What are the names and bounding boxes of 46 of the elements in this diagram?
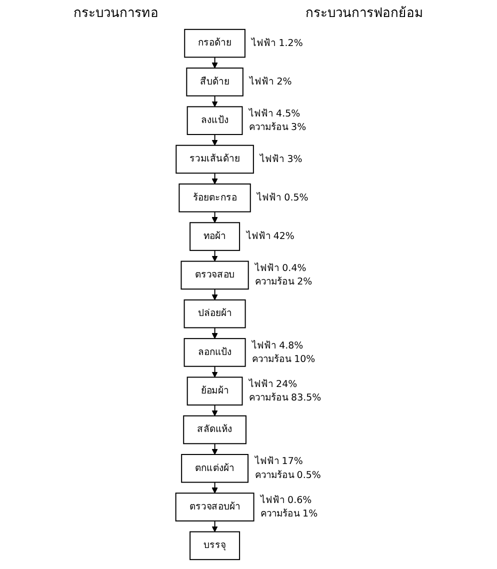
process-box: ตรวจสอบ xyxy=(180,260,249,290)
energy-note: ไฟฟ้า 42% xyxy=(246,231,294,242)
arrow xyxy=(212,366,218,378)
process-box: บรรจุ xyxy=(190,531,240,560)
energy-note: ไฟฟ้า 4.5% xyxy=(249,108,300,120)
process-box: ร้อยตะกรอ xyxy=(178,183,251,212)
energy-note: ไฟฟ้า 24% xyxy=(249,378,298,390)
energy-note: ความร้อน 0.5% xyxy=(254,470,321,481)
energy-note: ไฟฟ้า 0.6% xyxy=(260,494,312,506)
process-box: ตกแต่งผ้า xyxy=(181,454,249,483)
arrow xyxy=(212,250,218,262)
arrow xyxy=(212,444,218,455)
energy-note: ไฟฟ้า 4.8% xyxy=(252,340,304,352)
process-box: ลงแป้ง xyxy=(186,106,243,136)
process-box: ทอผ้า xyxy=(190,222,240,251)
energy-note: ไฟฟ้า 2% xyxy=(250,76,292,88)
arrow xyxy=(212,96,218,107)
energy-note: ความร้อน 2% xyxy=(255,276,312,288)
arrow xyxy=(212,57,218,68)
arrow xyxy=(212,173,218,184)
energy-note: ไฟฟ้า 1.2% xyxy=(252,38,303,49)
process-box: สลัดแห้ง xyxy=(183,415,246,444)
process-box: รวมเส้นด้าย xyxy=(176,144,254,174)
arrow xyxy=(212,482,218,494)
energy-note: ความร้อน 3% xyxy=(249,122,306,133)
process-box: ปล่อยผ้า xyxy=(184,299,246,328)
process-box: ตรวจสอบผ้า xyxy=(175,492,254,522)
process-box: สืบด้าย xyxy=(186,68,244,96)
arrow xyxy=(212,405,218,416)
energy-note: ไฟฟ้า 0.5% xyxy=(257,192,308,204)
process-box: ลอกแป้ง xyxy=(184,338,246,367)
energy-note: ไฟฟ้า 17% xyxy=(254,456,303,468)
energy-note: ความร้อน 1% xyxy=(260,508,318,520)
arrow xyxy=(212,212,218,223)
process-box: กรอด้าย xyxy=(184,28,246,58)
arrow xyxy=(212,134,218,146)
energy-note: ความร้อน 83.5% xyxy=(249,392,322,404)
energy-note: ความร้อน 10% xyxy=(252,354,316,365)
arrow xyxy=(212,520,218,532)
energy-note: ไฟฟ้า 3% xyxy=(260,154,302,165)
energy-note: ไฟฟ้า 0.4% xyxy=(255,263,306,274)
column-heading: กระบวนการฟอกย้อม xyxy=(306,4,424,22)
column-heading: กระบวนการทอ xyxy=(74,4,158,22)
arrow xyxy=(212,289,218,300)
process-box: ย้อมผ้า xyxy=(186,376,243,406)
arrow xyxy=(212,328,218,339)
